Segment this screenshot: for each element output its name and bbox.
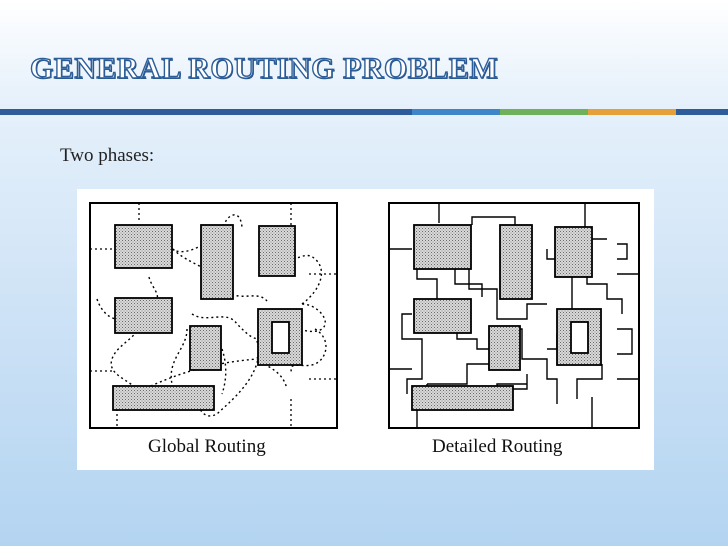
detailed-module-f (411, 385, 514, 411)
detailed-wire-lines (401, 216, 633, 404)
global-routing-panel: Global Routing (89, 202, 338, 457)
detailed-routing-caption: Detailed Routing (432, 436, 563, 457)
routing-diagram: Global Routing (89, 202, 640, 457)
detailed-modules (411, 224, 593, 411)
global-region-boundaries (90, 203, 337, 428)
slide-title: GENERAL ROUTING PROBLEM (29, 51, 499, 85)
detailed-region-boundaries (389, 203, 639, 428)
detailed-ring-module (556, 308, 602, 366)
accent-segment-navy (676, 109, 728, 115)
accent-segment-orange (588, 109, 676, 115)
accent-segment-green (500, 109, 588, 115)
slide-subtitle: Two phases: (60, 145, 155, 166)
accent-segment-blue-dark (0, 109, 412, 115)
routing-figure: Global Routing (77, 189, 654, 470)
detailed-module-b (499, 224, 533, 300)
global-module-a (114, 224, 173, 269)
detailed-module-e (488, 325, 521, 371)
global-module-c (258, 225, 296, 277)
accent-segment-blue (412, 109, 500, 115)
detailed-module-c (554, 226, 593, 278)
global-modules (112, 224, 296, 411)
title-accent-bar (0, 109, 728, 115)
detailed-routing-panel: Detailed Routing (388, 202, 640, 457)
global-module-f (112, 385, 215, 411)
global-module-b (200, 224, 234, 300)
detailed-module-d (413, 298, 472, 334)
global-routing-caption: Global Routing (148, 436, 266, 457)
global-module-e (189, 325, 222, 371)
global-ring-module (257, 308, 303, 366)
detailed-module-a (413, 224, 472, 270)
global-module-d (114, 297, 173, 334)
